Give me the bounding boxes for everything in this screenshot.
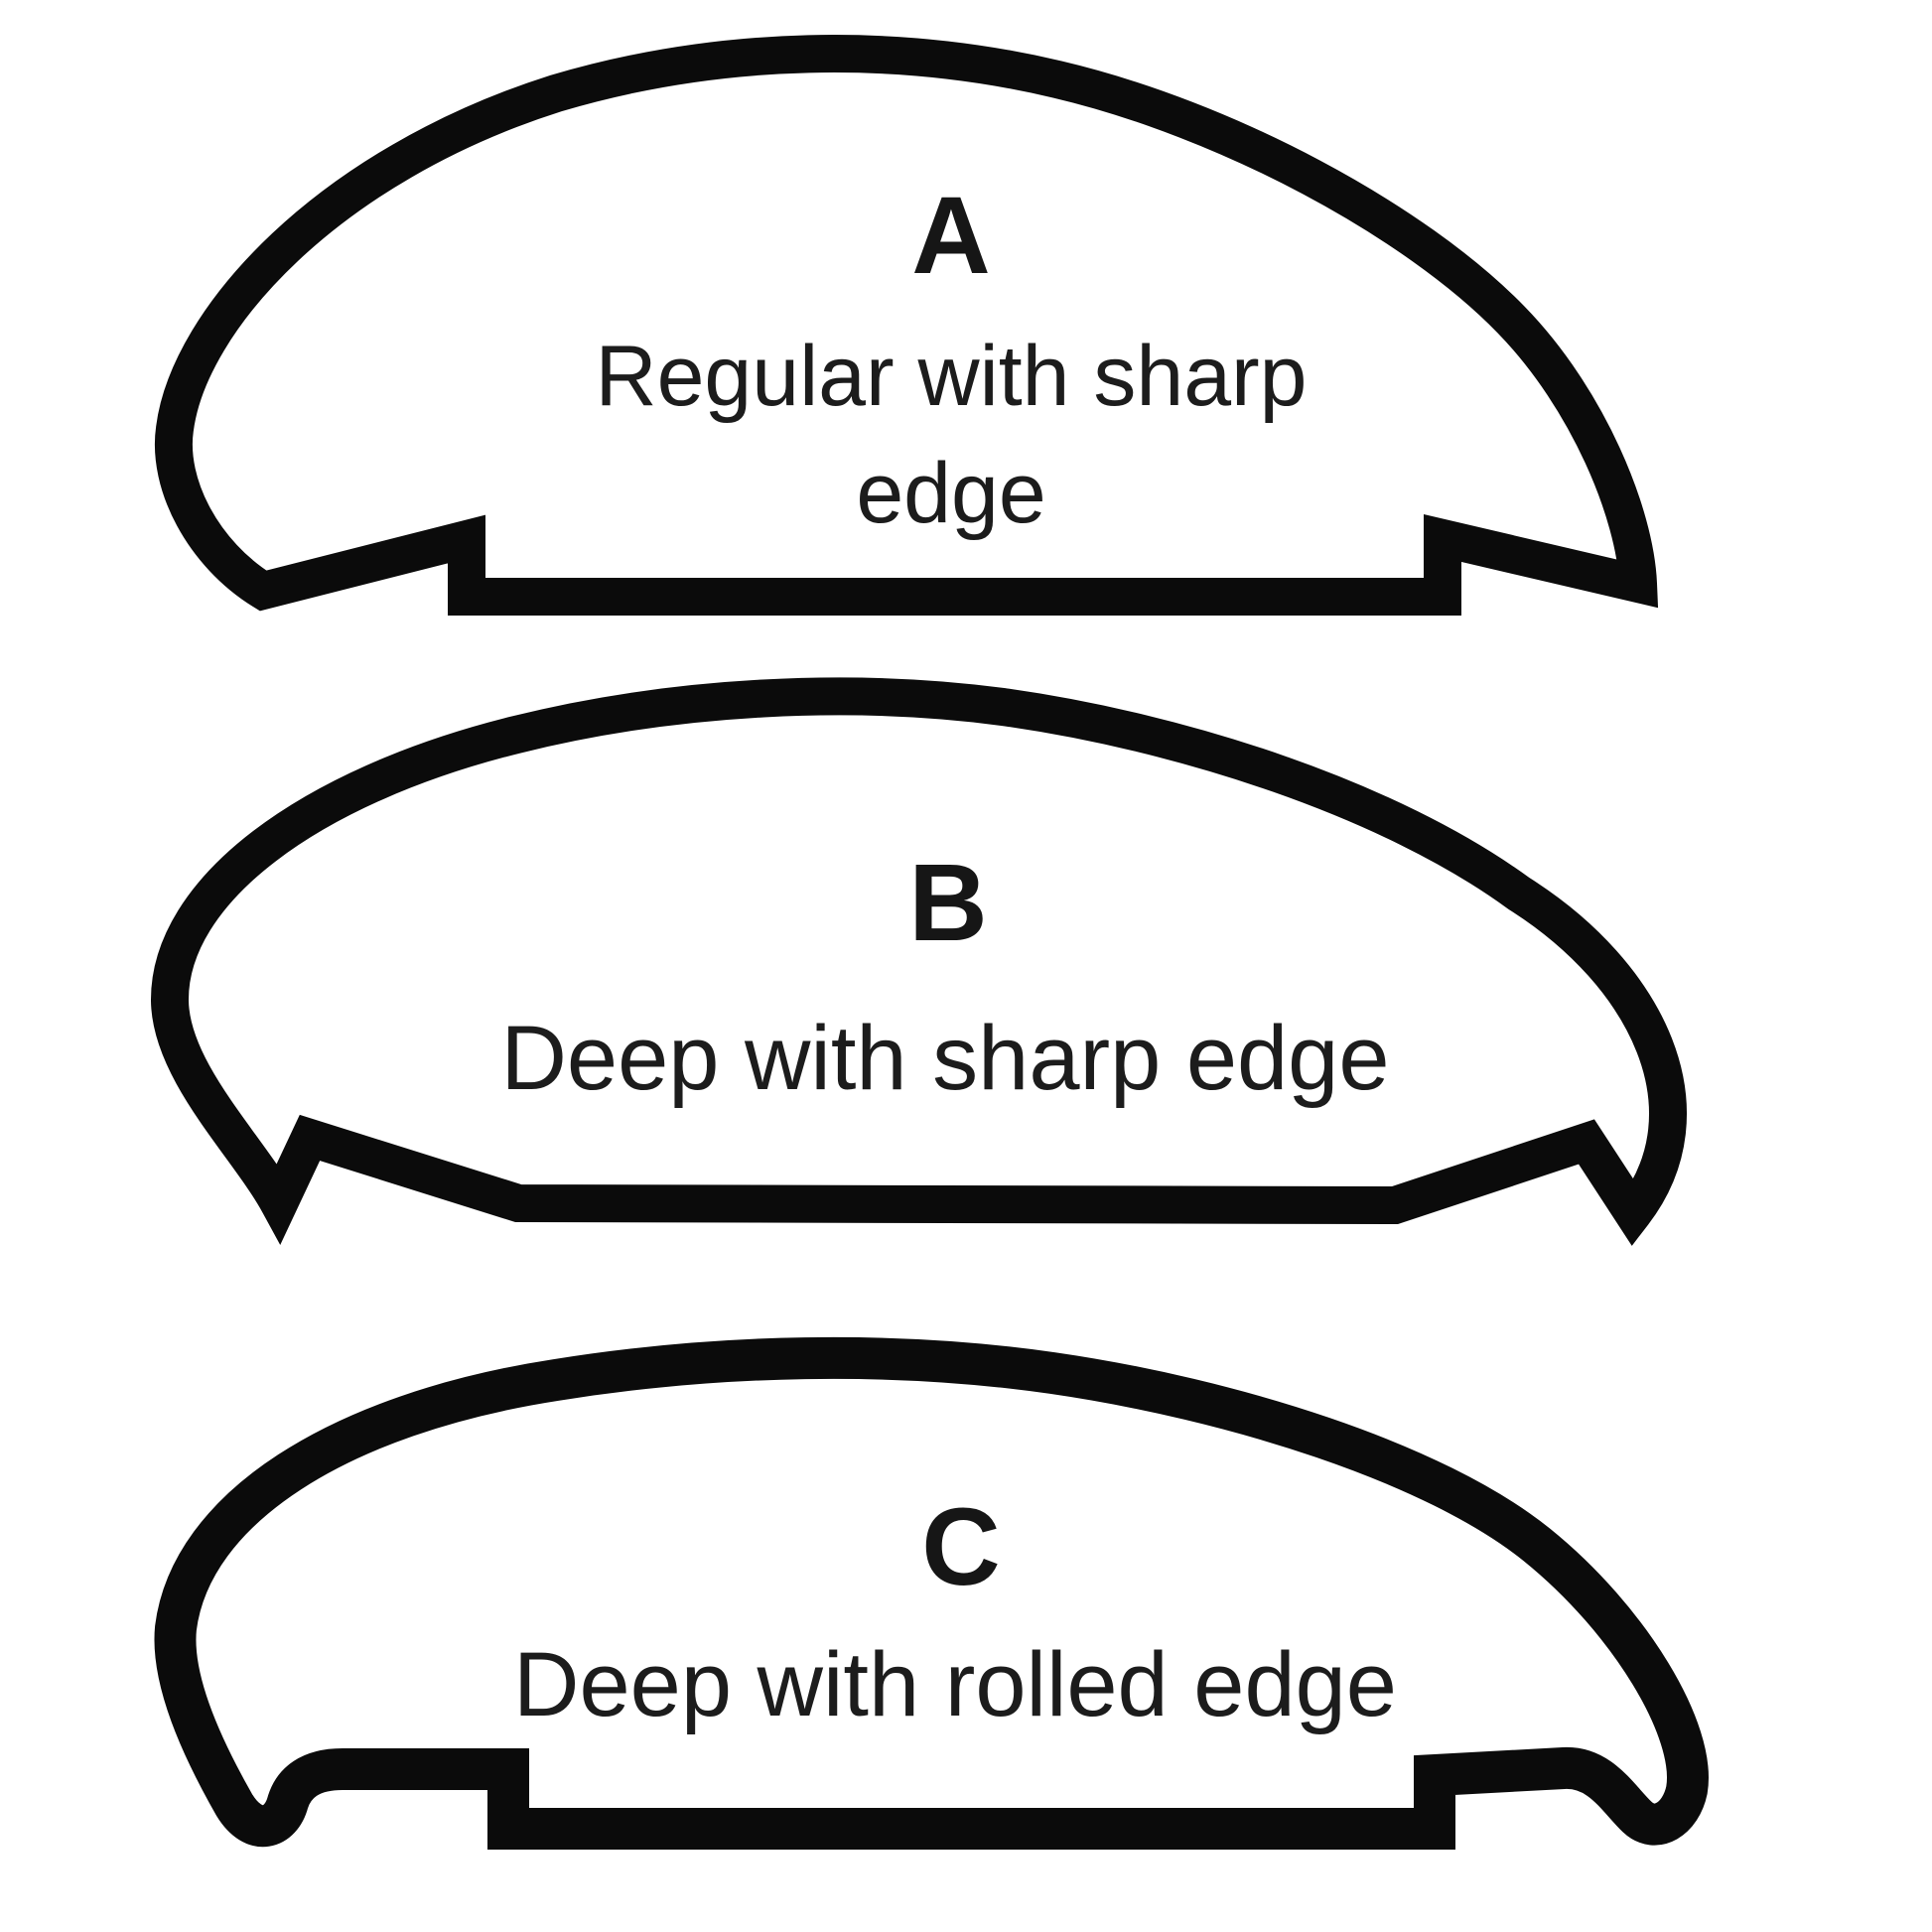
shape-b-description: Deep with sharp edge bbox=[500, 1008, 1390, 1109]
shape-c-description: Deep with rolled edge bbox=[513, 1634, 1397, 1735]
shape-c-label: C bbox=[921, 1486, 1001, 1608]
shape-a-outline bbox=[154, 35, 1659, 616]
shape-c-outline bbox=[154, 1336, 1709, 1850]
shape-a-label: A bbox=[911, 175, 991, 297]
shape-b-outline bbox=[150, 677, 1687, 1246]
shape-b-label: B bbox=[908, 842, 988, 964]
shape-a-description: Regular with sharp edge bbox=[595, 329, 1308, 541]
